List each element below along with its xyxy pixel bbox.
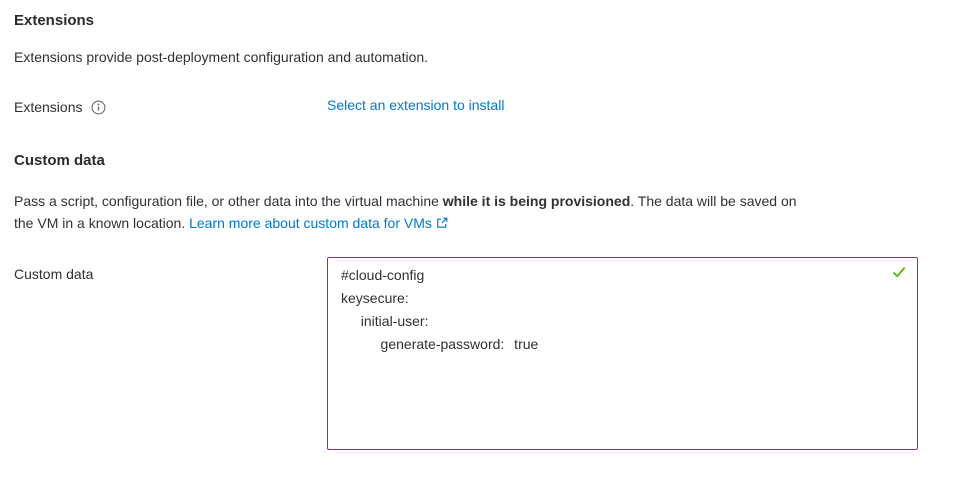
external-link-icon — [432, 215, 448, 231]
custom-data-heading: Custom data — [14, 152, 105, 169]
custom-data-field-label: Custom data — [14, 266, 94, 282]
extensions-heading: Extensions — [14, 12, 95, 29]
learn-more-link[interactable]: Learn more about custom data for VMs — [189, 215, 432, 231]
checkmark-icon — [891, 264, 907, 280]
custom-data-field: #cloud-config keysecure: initial-user: g… — [327, 257, 918, 450]
extensions-field-label: Extensions — [14, 99, 83, 115]
custom-data-description: Pass a script, configuration file, or ot… — [14, 190, 944, 234]
custom-data-desc-text-3: the VM in a known location. — [14, 215, 190, 231]
custom-data-field-row: Custom data — [14, 266, 93, 282]
custom-data-textarea[interactable]: #cloud-config keysecure: initial-user: g… — [327, 257, 918, 450]
select-extension-link[interactable]: Select an extension to install — [327, 97, 505, 113]
custom-data-desc-text: Pass a script, configuration file, or ot… — [14, 193, 443, 209]
info-icon[interactable] — [91, 100, 106, 115]
custom-data-desc-text-2: . The data will be saved on — [630, 193, 797, 209]
custom-data-desc-bold: while it is being provisioned — [442, 193, 631, 209]
extensions-description: Extensions provide post-deployment confi… — [14, 49, 429, 65]
extensions-field-row: Extensions — [14, 99, 106, 115]
